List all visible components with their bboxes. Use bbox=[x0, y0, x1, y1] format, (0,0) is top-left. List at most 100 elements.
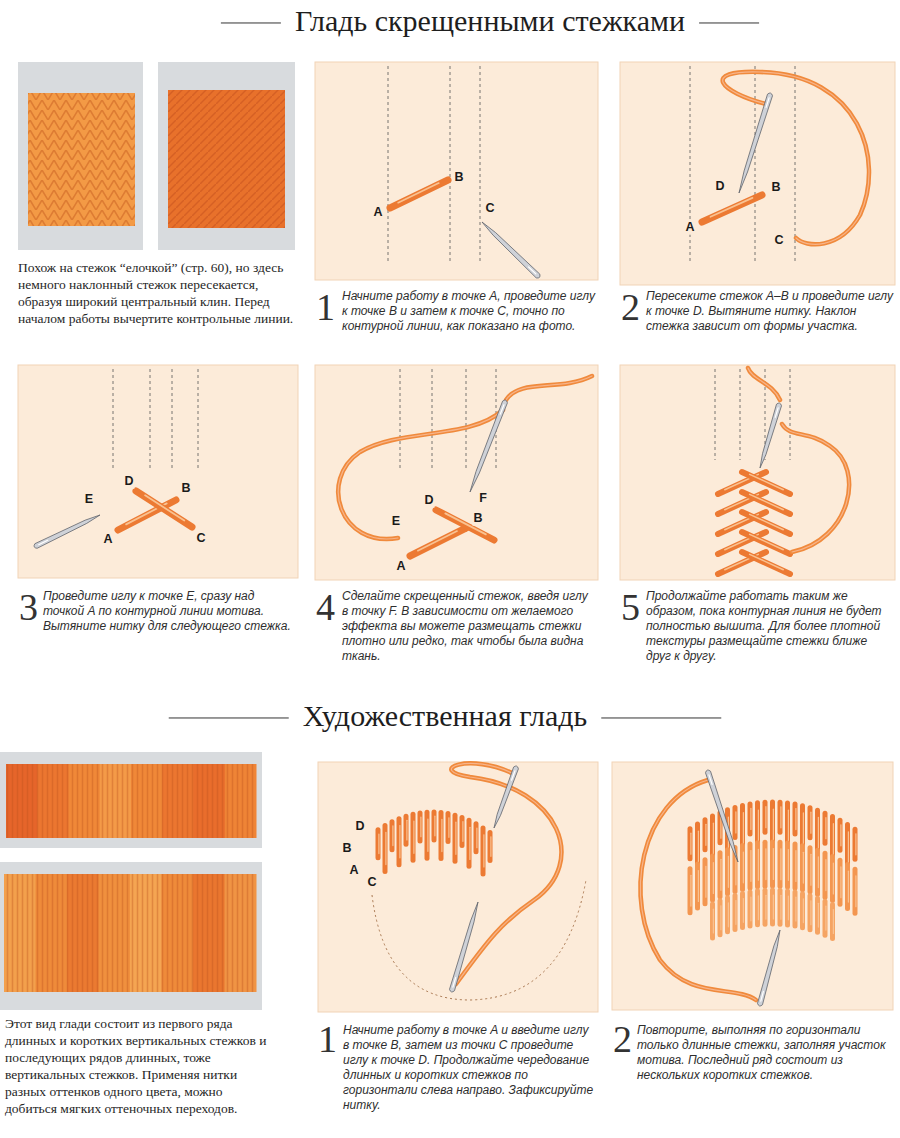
illustration-panel: DBAC bbox=[620, 62, 895, 285]
needle-eye bbox=[761, 991, 764, 1001]
stitch-highlight bbox=[788, 810, 789, 844]
guide-line bbox=[795, 66, 796, 262]
point-letter: E bbox=[84, 492, 94, 507]
stitch bbox=[383, 825, 388, 871]
stitch bbox=[830, 857, 835, 901]
stitch bbox=[793, 892, 798, 926]
point-letter: A bbox=[348, 863, 359, 878]
step-number: 5 bbox=[621, 588, 640, 626]
guide-line bbox=[432, 369, 433, 470]
step-number: 2 bbox=[621, 288, 640, 326]
heading-rule bbox=[221, 22, 281, 23]
needle-eye bbox=[500, 405, 504, 414]
stitch bbox=[793, 844, 798, 888]
stitch bbox=[778, 890, 783, 924]
stitch-highlight bbox=[705, 824, 706, 845]
illustration-panel-ground bbox=[620, 365, 895, 580]
stitch-highlight bbox=[392, 826, 393, 846]
stitch-highlight bbox=[758, 810, 759, 844]
stitch bbox=[815, 850, 820, 894]
point-letter: B bbox=[472, 511, 483, 526]
needle bbox=[470, 400, 507, 492]
stitch-highlight bbox=[765, 849, 766, 880]
step-number: 1 bbox=[316, 288, 335, 326]
stitch bbox=[436, 510, 494, 540]
stitch-highlight bbox=[840, 825, 841, 846]
thread bbox=[723, 72, 869, 244]
point-letter: D bbox=[123, 474, 134, 489]
guide-line bbox=[480, 66, 481, 262]
stitch bbox=[460, 818, 465, 846]
stitch-highlight bbox=[840, 867, 841, 898]
stitch bbox=[376, 830, 381, 858]
stitch-highlight bbox=[750, 494, 784, 509]
stitch bbox=[853, 869, 858, 913]
illustration-panel: DBAC bbox=[318, 762, 598, 1012]
stitch-highlight bbox=[698, 871, 699, 902]
stitch-highlight bbox=[728, 903, 729, 927]
guide-line bbox=[150, 369, 151, 470]
step-number: 2 bbox=[613, 1020, 632, 1058]
guide-line bbox=[740, 369, 741, 460]
stitch bbox=[748, 892, 753, 926]
stitch-highlight bbox=[750, 474, 784, 489]
thread-highlight bbox=[506, 376, 592, 400]
stitch bbox=[748, 804, 753, 834]
stitch bbox=[688, 869, 693, 913]
stitch-highlight bbox=[728, 856, 729, 887]
guide-line bbox=[113, 369, 114, 470]
stitch-highlight bbox=[690, 875, 691, 906]
stitch bbox=[410, 528, 466, 556]
stitch bbox=[823, 813, 828, 843]
stitch bbox=[411, 814, 416, 860]
point-letter: A bbox=[372, 205, 383, 220]
stitch-highlight bbox=[780, 807, 781, 828]
point-letter: A bbox=[395, 559, 406, 574]
stitch-highlight bbox=[750, 897, 751, 921]
stitch bbox=[800, 846, 805, 890]
thread bbox=[748, 368, 780, 400]
guide-line bbox=[172, 369, 173, 470]
stitch-highlight bbox=[483, 835, 484, 867]
stitch bbox=[390, 822, 395, 850]
stitch-highlight bbox=[418, 531, 457, 551]
embroidery-sample bbox=[168, 90, 285, 228]
stitch bbox=[793, 804, 798, 834]
stitch-highlight bbox=[780, 849, 781, 880]
guide-line bbox=[790, 369, 791, 460]
step-caption: Начните работу в точке A, проведите иглу… bbox=[342, 289, 596, 334]
stitch bbox=[755, 891, 760, 925]
section-heading: Художественная гладь bbox=[303, 699, 588, 734]
stitch-highlight bbox=[713, 909, 714, 933]
needle-eye bbox=[529, 267, 536, 274]
motif-contour bbox=[372, 880, 586, 1000]
stitch bbox=[755, 843, 760, 887]
stitch bbox=[688, 829, 693, 859]
step-caption: Повторите, выполняя по горизонтали тольк… bbox=[637, 1023, 893, 1083]
stitch bbox=[488, 833, 493, 861]
embroidery-sample bbox=[6, 764, 256, 838]
needle-eye bbox=[39, 540, 48, 544]
description-text: Этот вид глади состоит из первого ряда д… bbox=[5, 1015, 273, 1117]
photo-ground bbox=[0, 862, 262, 1010]
stitch-highlight bbox=[773, 849, 774, 880]
photo-ground bbox=[158, 62, 295, 250]
stitch-highlight bbox=[750, 514, 784, 529]
embroidery-sample bbox=[28, 93, 135, 226]
heading-rule bbox=[169, 717, 289, 718]
needle bbox=[450, 902, 479, 992]
heading-rule bbox=[601, 717, 721, 718]
stitch-highlight bbox=[735, 901, 736, 925]
stitch-highlight bbox=[848, 871, 849, 902]
stitch bbox=[725, 850, 730, 894]
stitch-highlight bbox=[810, 812, 811, 833]
stitch bbox=[453, 815, 458, 861]
stitch-highlight bbox=[490, 837, 491, 857]
stitch bbox=[397, 819, 402, 865]
stitch bbox=[778, 802, 783, 832]
stitch-highlight bbox=[810, 854, 811, 885]
guide-line bbox=[715, 369, 716, 460]
stitch bbox=[763, 890, 768, 924]
illustration-panel-ground bbox=[318, 762, 598, 1012]
